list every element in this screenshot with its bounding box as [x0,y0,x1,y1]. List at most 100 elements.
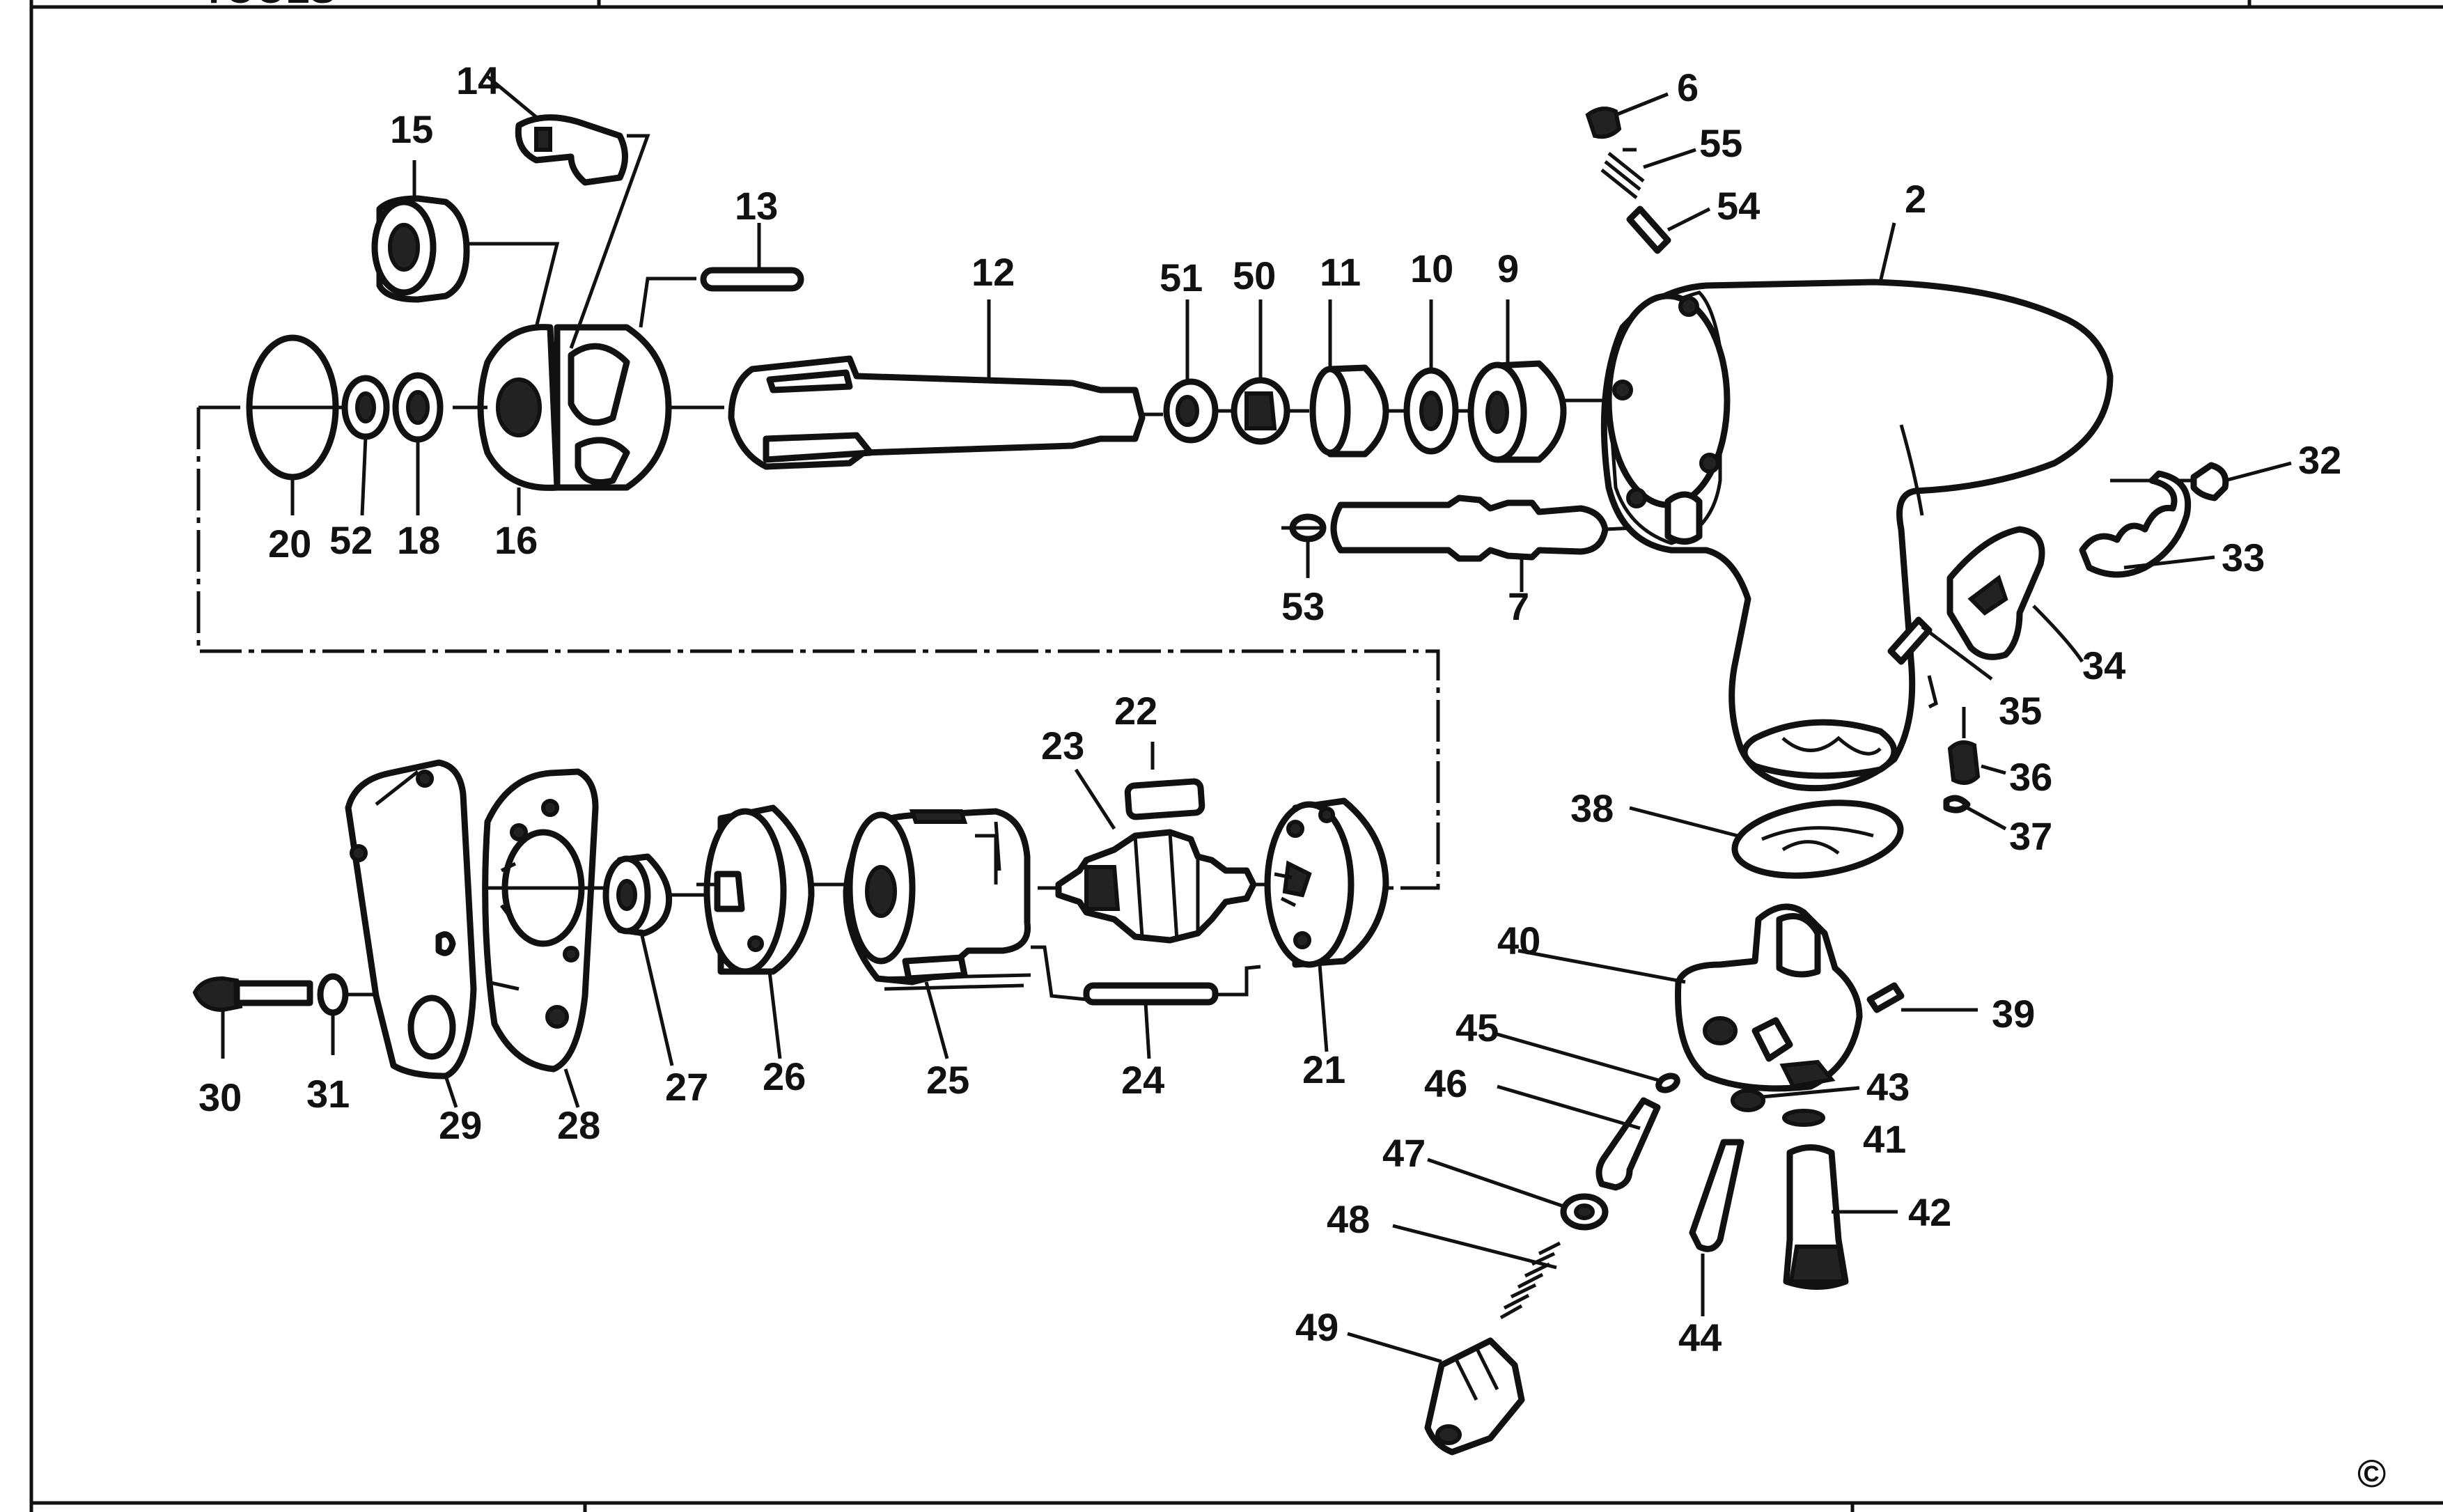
part-6-cap [1585,92,1669,139]
drawing-frame [29,0,2443,1512]
label-part-55: 55 [1699,121,1742,165]
part-15-nut [371,160,470,303]
part-47-seal [1427,1158,1609,1231]
part-12-anvil [728,299,1163,470]
part-20-oring [246,334,362,515]
label-part-20: 20 [268,522,311,566]
part-38-gasket [1629,800,1904,879]
label-part-26: 26 [763,1054,806,1098]
label-part-44: 44 [1678,1316,1722,1359]
label-part-27: 27 [665,1065,708,1109]
label-part-39: 39 [1992,992,2035,1036]
label-part-9: 9 [1497,247,1519,290]
label-part-50: 50 [1233,254,1276,297]
label-part-51: 51 [1160,256,1203,299]
part-51-bushing [1163,299,1240,444]
part-40-valve-body [1517,903,1863,1092]
label-part-54: 54 [1717,184,1760,228]
part-55-spring [1600,148,1696,199]
part-53-oring [1281,513,1327,578]
label-part-45: 45 [1455,1006,1499,1050]
part-33-spring [2079,470,2215,578]
part-48-spring [1392,1224,1561,1320]
part-28-end-plate [482,768,613,1108]
label-part-53: 53 [1281,584,1325,628]
part-25-cylinder [843,808,1087,1059]
part-39-plug [1866,982,1978,1013]
label-part-32: 32 [2298,438,2341,482]
label-part-46: 46 [1424,1061,1467,1105]
label-part-36: 36 [2009,755,2052,799]
label-part-37: 37 [2009,814,2052,858]
part-54-pin [1626,205,1711,254]
label-part-11: 11 [1320,250,1361,294]
part-24-blade [1083,965,1261,1059]
label-part-18: 18 [397,518,440,562]
part-13-pin [700,223,804,292]
part-45-oring [1497,1032,1680,1093]
part-21-front-end-plate [1264,797,1389,1052]
part-43-oring [1731,1086,1860,1112]
label-part-24: 24 [1121,1058,1164,1102]
label-part-10: 10 [1410,247,1453,290]
part-18-washer [392,372,444,515]
label-part-43: 43 [1866,1065,1910,1109]
label-part-12: 12 [971,250,1015,294]
part-34-trigger [1946,526,2084,663]
label-part-40: 40 [1497,919,1540,962]
part-30-screw [192,976,313,1059]
label-part-28: 28 [557,1103,600,1147]
label-part-13: 13 [735,184,778,228]
part-31-washer [317,973,376,1055]
part-49-inlet-fitting [1347,1332,1525,1456]
label-part-38: 38 [1570,786,1614,830]
label-part-30: 30 [198,1075,242,1119]
label-part-7: 7 [1508,584,1529,628]
part-number-labels: 2 6 55 54 14 15 13 12 51 50 11 10 9 20 5… [198,59,2386,1495]
label-part-48: 48 [1327,1197,1370,1241]
label-part-21: 21 [1302,1047,1345,1091]
label-part-2: 2 [1905,177,1926,221]
label-part-33: 33 [2222,536,2265,579]
part-10-ring [1403,299,1476,455]
label-part-23: 23 [1041,724,1084,767]
part-9-sleeve [1467,299,1671,463]
label-part-22: 22 [1114,689,1157,733]
part-41-oring [1782,1109,1825,1127]
part-42-bushing [1783,1144,1898,1290]
label-part-49: 49 [1295,1305,1338,1349]
label-part-47: 47 [1382,1131,1426,1175]
part-35-pin [1887,616,1993,709]
part-2-housing [1600,222,2114,792]
label-part-29: 29 [439,1103,482,1147]
part-52-ring [341,375,390,516]
part-29-end-cover [345,759,477,1108]
label-part-42: 42 [1908,1190,1951,1234]
part-11-bushing [1309,299,1407,458]
label-part-34: 34 [2082,644,2125,687]
label-part-14: 14 [456,59,499,102]
label-part-6: 6 [1677,65,1699,109]
part-46-valve-stem [1497,1084,1661,1191]
part-36-plug [1947,707,2006,785]
label-part-31: 31 [306,1072,350,1116]
copyright-symbol: © [2357,1451,2386,1495]
part-22-blade [1124,742,1205,820]
header-brand-fragment: TOOLS [202,0,336,11]
part-27-bearing [602,853,707,1066]
label-part-35: 35 [1999,689,2042,733]
part-16-hammer-cage [453,134,724,515]
label-part-52: 52 [329,518,373,562]
part-32-screw [2110,461,2292,501]
label-part-25: 25 [926,1058,969,1102]
label-part-15: 15 [390,107,433,151]
part-37-oring [1943,795,2007,831]
part-7-valve [1330,494,1679,592]
part-44-screw [1689,1139,1745,1316]
part-50-bushing [1231,299,1309,445]
part-14-hammer-pin [486,75,628,186]
label-part-41: 41 [1863,1117,1906,1161]
label-part-16: 16 [494,518,538,562]
assembly-boundary [196,407,1440,890]
